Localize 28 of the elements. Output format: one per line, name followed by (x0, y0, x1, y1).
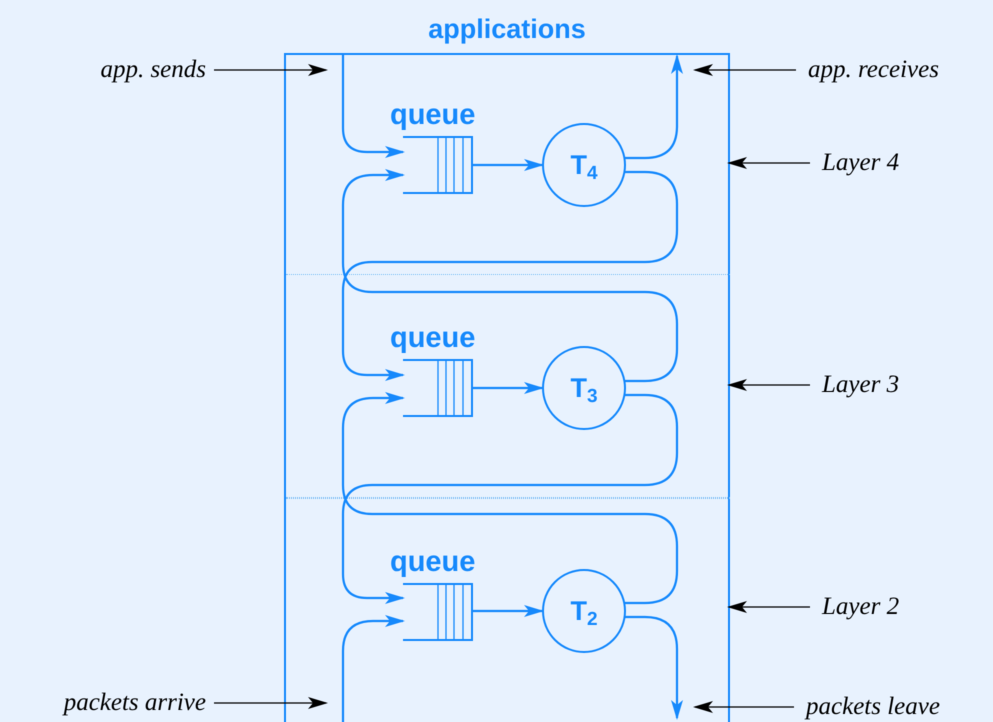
leader-arrow (214, 697, 328, 709)
flow-arrow (472, 159, 544, 171)
callout-label: Layer 3 (822, 370, 900, 400)
callout-label: Layer 4 (822, 148, 900, 178)
flow-arrow (625, 54, 683, 160)
leader-arrow (693, 64, 796, 76)
callout-label: packets arrive (64, 688, 206, 718)
system-title: applications (427, 13, 587, 46)
process-label: T$_{4}$ (570, 148, 598, 186)
leader-arrow (214, 64, 328, 76)
queue-label: queue (390, 323, 476, 353)
process-label: T$_{3}$ (570, 372, 598, 408)
leader-arrow (727, 157, 810, 169)
queue-label: queue (390, 100, 476, 130)
flow-arrow (342, 615, 405, 722)
callout-label: Layer 2 (822, 592, 900, 622)
leader-arrow (727, 601, 810, 613)
leader-arrow (727, 379, 810, 391)
callout-label: app. sends (100, 55, 206, 86)
flow-arrow (472, 382, 544, 394)
flow-arrow (625, 616, 683, 720)
leader-arrow (693, 701, 794, 713)
flow-arrow (342, 55, 405, 158)
process-label: T$_{2}$ (570, 594, 598, 632)
callout-label: app. receives (808, 55, 939, 86)
callout-label: packets leave (806, 692, 940, 722)
flow-arrow (472, 605, 544, 617)
queue-label: queue (390, 547, 476, 577)
